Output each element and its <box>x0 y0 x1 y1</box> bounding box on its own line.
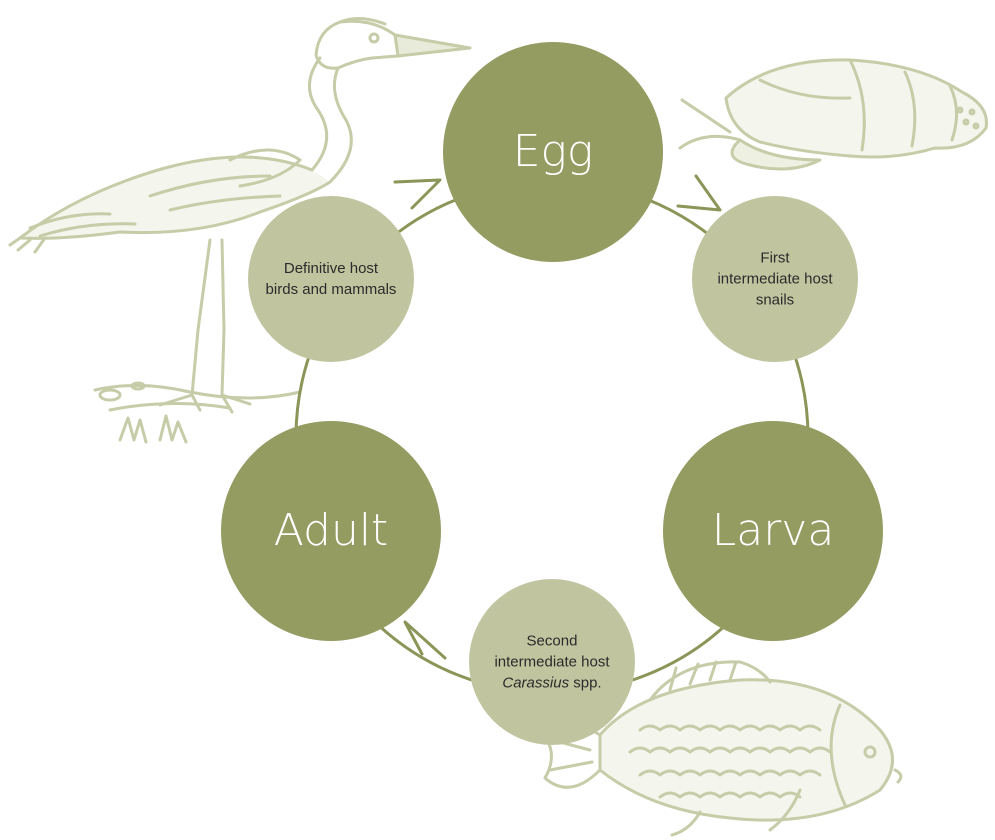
second-host-label: Second intermediate host Carassius spp. <box>494 631 609 694</box>
first-host-line1: First <box>717 248 832 269</box>
definitive-host-line1: Definitive host <box>266 258 397 279</box>
snail-sketch-icon <box>680 60 987 169</box>
first-host-label: First intermediate host snails <box>717 248 832 311</box>
second-host-line3: Carassius spp. <box>494 673 609 694</box>
definitive-host-label: Definitive host birds and mammals <box>266 258 397 300</box>
second-host-line2: intermediate host <box>494 652 609 673</box>
second-host-genus: Carassius <box>502 675 569 692</box>
first-host-line3: snails <box>717 290 832 311</box>
definitive-host-line2: birds and mammals <box>266 279 397 300</box>
second-host-line1: Second <box>494 631 609 652</box>
first-host-line2: intermediate host <box>717 269 832 290</box>
larva-label: Larva <box>712 509 835 553</box>
egg-label: Egg <box>513 130 594 174</box>
adult-label: Adult <box>274 509 389 553</box>
second-host-spp: spp. <box>569 675 602 692</box>
